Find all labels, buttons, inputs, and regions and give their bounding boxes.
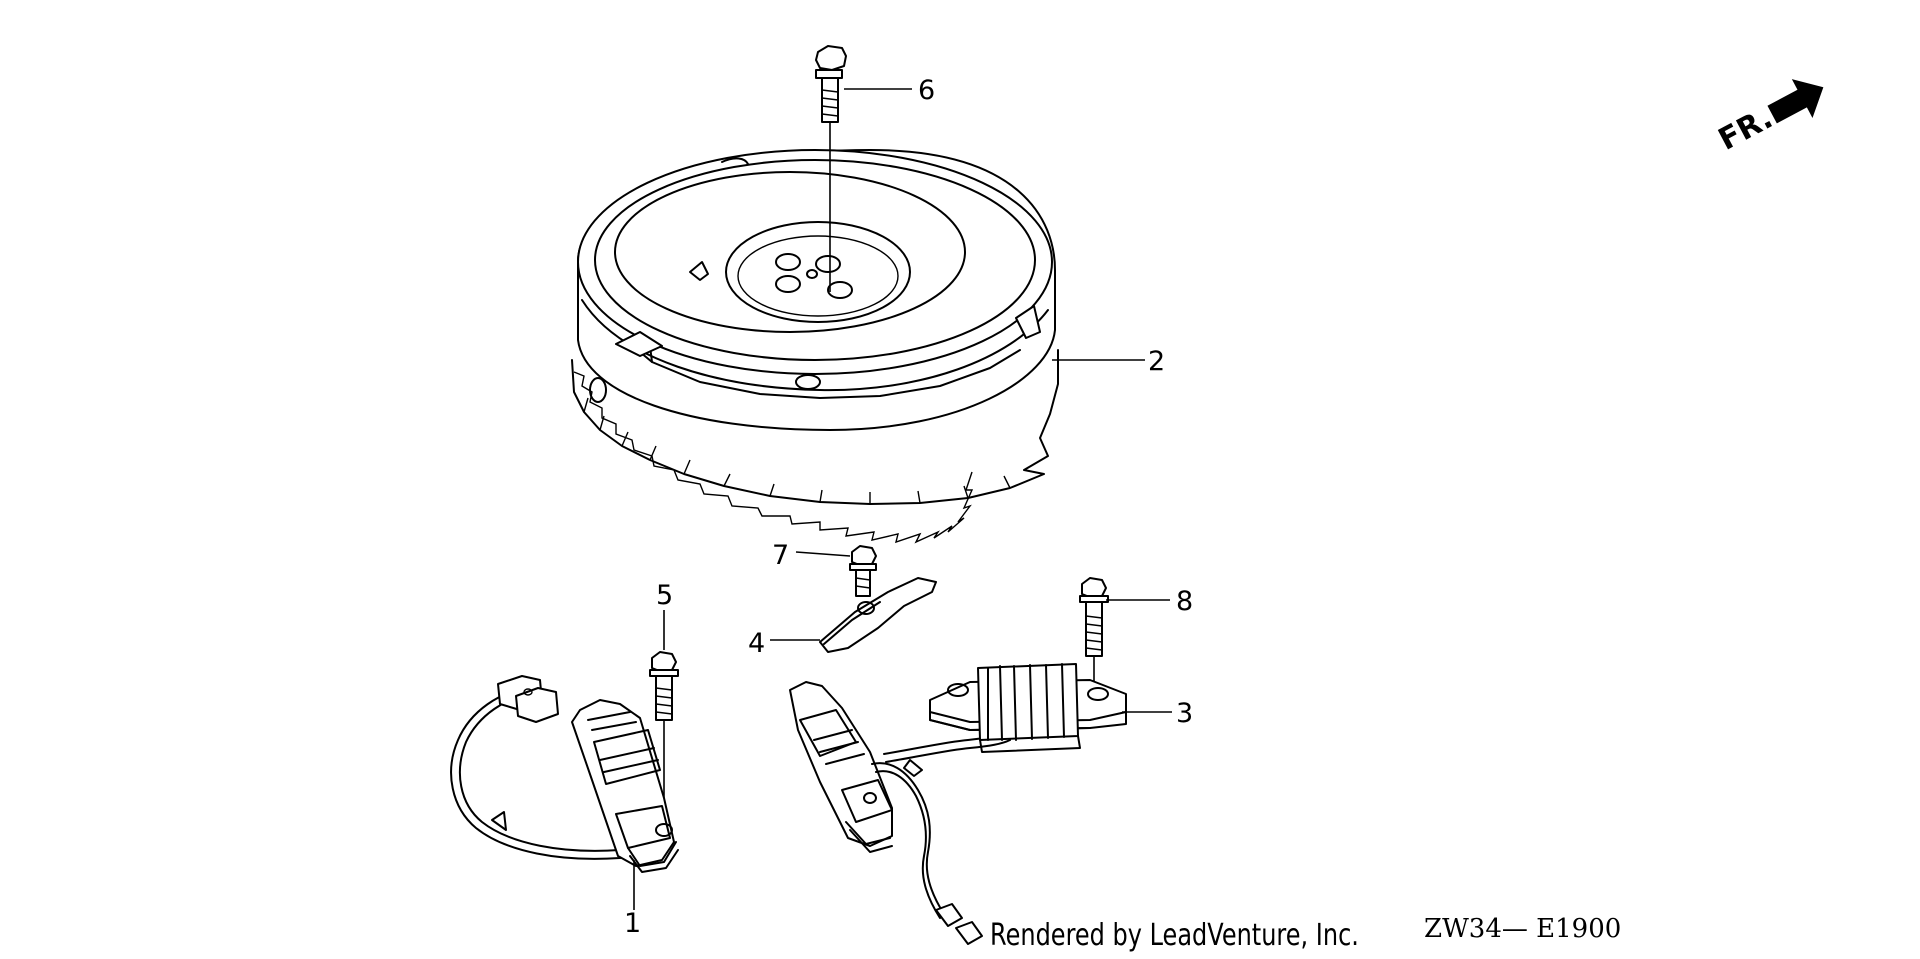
bracket-4[interactable] xyxy=(819,577,937,653)
flywheel[interactable] xyxy=(571,149,1059,544)
front-direction-marker: FR. xyxy=(1713,79,1824,158)
coil-1[interactable] xyxy=(450,675,679,910)
ring-gear-teeth xyxy=(573,371,1011,544)
callout-8: 8 xyxy=(1176,586,1193,617)
arrow-right-icon xyxy=(1767,79,1824,124)
callout-2: 2 xyxy=(1148,346,1165,377)
bolt-8[interactable] xyxy=(1079,577,1109,690)
leader-7 xyxy=(795,551,851,557)
callout-6: 6 xyxy=(918,75,935,106)
callout-1: 1 xyxy=(624,908,641,939)
callout-5: 5 xyxy=(656,580,673,611)
bolt-5[interactable] xyxy=(649,651,679,830)
direction-label: FR. xyxy=(1713,101,1778,158)
callout-3: 3 xyxy=(1176,698,1193,729)
bolt-7[interactable] xyxy=(849,545,877,597)
callout-4: 4 xyxy=(748,628,765,659)
diagram-code: ZW34— E1900 xyxy=(1424,914,1622,944)
coil-middle[interactable] xyxy=(789,681,1011,945)
render-credit: Rendered by LeadVenture, Inc. xyxy=(990,918,1359,953)
callout-7: 7 xyxy=(772,540,789,571)
coil-3[interactable] xyxy=(929,663,1172,753)
bolt-6[interactable] xyxy=(815,45,847,292)
